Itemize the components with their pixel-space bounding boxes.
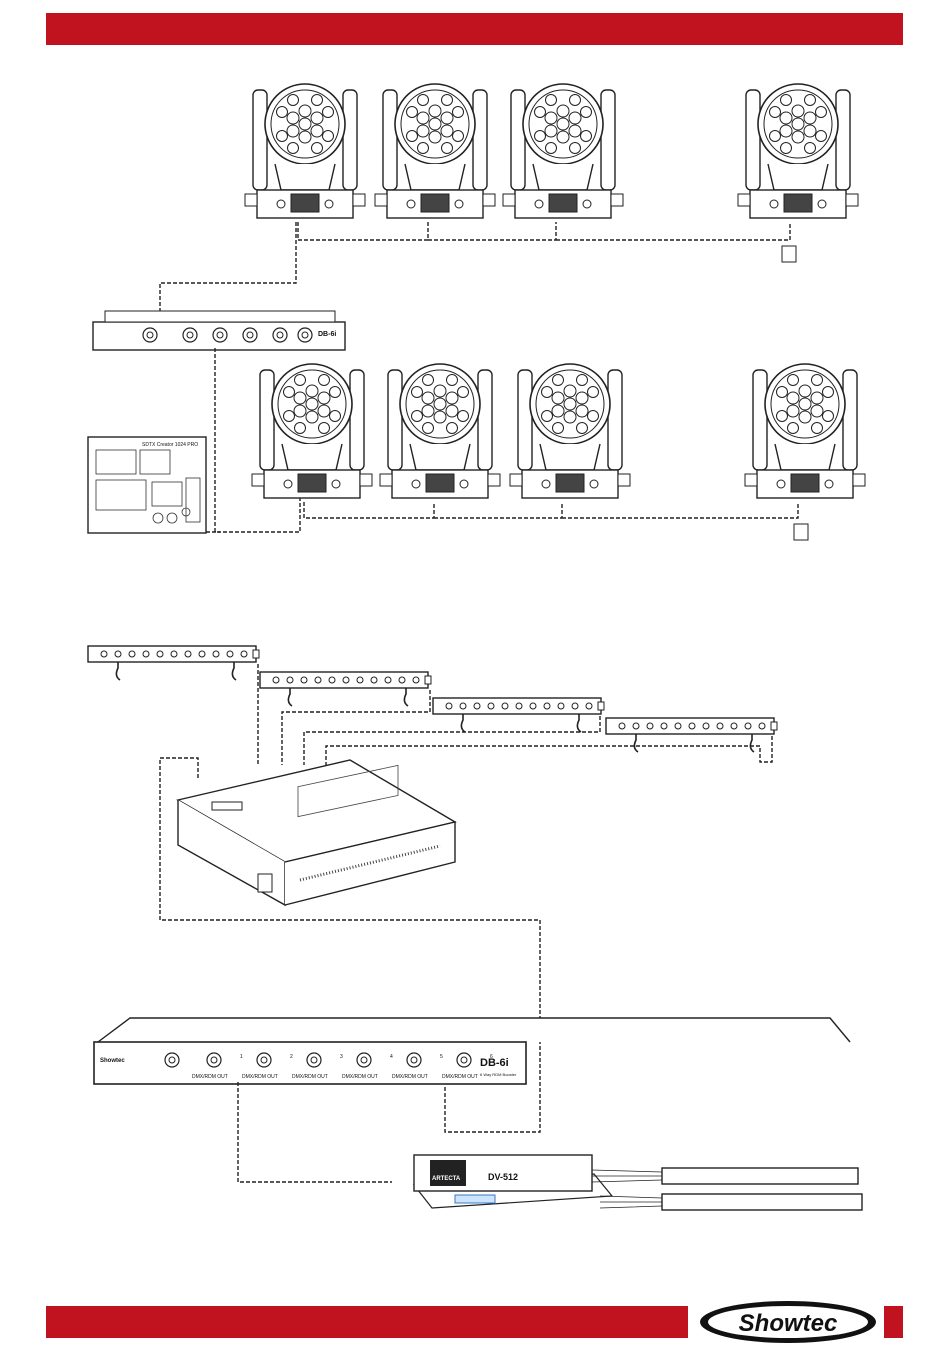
moving-head-fixture <box>380 364 500 498</box>
port-number: 3 <box>340 1054 343 1060</box>
db6i-subtitle: 6 Way RDM Booster <box>480 1072 517 1077</box>
cable-bar3 <box>304 716 600 765</box>
controller-desk: SDTX Creator 1024 PRO <box>88 437 206 533</box>
bar-fixtures <box>88 646 777 752</box>
db6i-brand: Showtec <box>100 1058 125 1064</box>
moving-head-fixture <box>510 364 630 498</box>
power-supply-driver <box>178 760 455 905</box>
dv512-model: DV-512 <box>488 1172 518 1182</box>
moving-head-fixture <box>375 84 495 218</box>
dv512-driver: ARTECTA DV-512 <box>414 1155 612 1208</box>
port-label: DMX/RDM OUT <box>292 1074 328 1080</box>
led-strip <box>662 1168 858 1184</box>
moving-head-fixture <box>503 84 623 218</box>
dmx-terminator <box>782 246 796 262</box>
moving-head-fixture <box>245 84 365 218</box>
port-number: 1 <box>240 1054 243 1060</box>
dmx-cable-to-driver <box>238 1082 392 1182</box>
controller-label: SDTX Creator 1024 PRO <box>142 442 198 448</box>
port-number: 5 <box>440 1054 443 1060</box>
led-wires <box>592 1170 662 1182</box>
bar-fixture <box>260 672 431 706</box>
led-strip <box>662 1194 862 1210</box>
moving-head-fixture <box>745 364 865 498</box>
port-label: DMX/RDM OUT <box>442 1074 478 1080</box>
db6i-model: DB-6i <box>480 1057 509 1069</box>
moving-head-fixture <box>738 84 858 218</box>
bar-fixture <box>88 646 259 680</box>
port-label: DMX/RDM OUT <box>342 1074 378 1080</box>
port-number: 2 <box>290 1054 293 1060</box>
diagram1-row2 <box>252 364 865 498</box>
logo-text: Showtec <box>739 1310 838 1337</box>
dv512-brand: ARTECTA <box>432 1176 461 1182</box>
port-label: DMX/RDM OUT <box>392 1074 428 1080</box>
splitter-unit-small: DB-6i <box>93 311 345 350</box>
dmx-terminator <box>794 524 808 540</box>
bar-fixture <box>606 718 777 752</box>
port-number: 4 <box>390 1054 393 1060</box>
splitter-label-small: DB-6i <box>318 331 336 338</box>
dmx-cable-chain-2 <box>304 502 798 518</box>
port-label: DMX/RDM OUT <box>242 1074 278 1080</box>
diagram1-row1 <box>245 84 858 218</box>
db6i-splitter: Showtec DMX/RDM OUT DMX/RDM OUT DMX/RDM … <box>94 1018 850 1084</box>
port-label: DMX/RDM OUT <box>192 1074 228 1080</box>
dmx-cable-to-splitter <box>160 222 296 320</box>
cable-bar4 <box>326 736 772 765</box>
dmx-cable-chain-1 <box>298 222 790 240</box>
led-wires <box>600 1196 662 1208</box>
bar-fixture <box>433 698 604 732</box>
showtec-logo: Showtec <box>700 1301 876 1343</box>
moving-head-fixture <box>252 364 372 498</box>
